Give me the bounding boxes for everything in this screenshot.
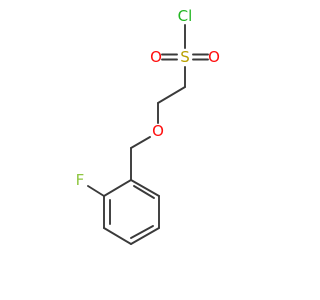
- bond-c1-c2: [157, 86, 186, 104]
- chlorine-label: Cl: [178, 7, 193, 25]
- ring-bond-6: [103, 179, 132, 197]
- bond-o-c3: [130, 136, 151, 149]
- ring-inner-bond-1: [133, 185, 155, 199]
- ring-inner-bond-2: [130, 225, 154, 239]
- sulfur-label: S: [180, 48, 190, 66]
- ring-bond-4: [103, 227, 132, 245]
- sulfonyl-oxygen-right-label: O: [208, 48, 220, 66]
- sulfonyl-oxygen-left-label: O: [150, 48, 162, 66]
- bond-c-f: [87, 185, 105, 197]
- molecule-diagram: Cl S O O O F: [76, 7, 220, 245]
- ring-bond-3: [130, 227, 160, 245]
- ring-bond-1: [130, 179, 160, 197]
- fluorine-label: F: [76, 171, 85, 189]
- ether-oxygen-label: O: [152, 122, 164, 140]
